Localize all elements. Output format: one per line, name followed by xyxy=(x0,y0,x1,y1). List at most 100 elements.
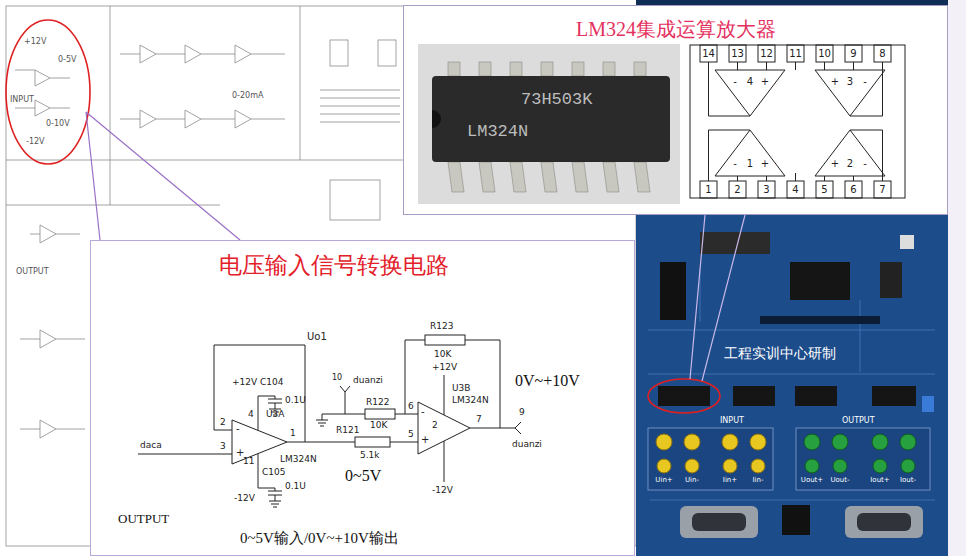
chip-photo-illustration xyxy=(510,62,522,76)
board-photo-illustration xyxy=(751,459,765,473)
board-photo-illustration xyxy=(722,434,738,450)
supply-name: -12V xyxy=(432,486,453,496)
unit-number: 3 xyxy=(847,76,853,87)
signal-name: 0-5V xyxy=(58,56,77,65)
signal-name: 0-20mA xyxy=(232,92,263,101)
schematic-sheet xyxy=(30,234,80,235)
board-photo-illustration xyxy=(832,434,848,450)
pin-number: 3 xyxy=(763,184,769,195)
pinout-diagram xyxy=(874,181,891,198)
unit-number: 2 xyxy=(847,158,853,169)
part-value: 0.1U xyxy=(285,482,306,492)
chip-photo-illustration xyxy=(541,62,553,76)
pinout-diagram xyxy=(709,62,767,116)
board-photo-illustration xyxy=(750,434,766,450)
pinout-diagram xyxy=(729,181,746,198)
circuit-wires xyxy=(305,442,355,443)
circuit-wires xyxy=(138,335,521,507)
pinout-diagram xyxy=(825,130,883,181)
pin-number: 3 xyxy=(220,442,226,452)
net-name: daca xyxy=(140,441,162,451)
board-photo-illustration xyxy=(804,434,916,473)
panel-ground xyxy=(90,240,635,556)
circuit-wires xyxy=(395,414,418,415)
schematic-sheet xyxy=(140,110,156,128)
panel-title: LM324集成运算放大器 xyxy=(576,18,776,40)
part-value: 5.1k xyxy=(360,451,380,461)
board-label: INPUT xyxy=(720,417,744,426)
board-photo-illustration xyxy=(845,506,923,538)
board-photo-illustration xyxy=(760,316,880,324)
board-photo-illustration xyxy=(723,459,737,473)
pin-number: 5 xyxy=(821,184,827,195)
chip-photo-illustration xyxy=(572,62,584,76)
circuit-wires xyxy=(316,414,345,426)
input-sign: + xyxy=(831,76,839,87)
pinout-diagram xyxy=(815,70,885,116)
panel-ground xyxy=(403,5,948,215)
pin-number: 10 xyxy=(818,48,831,59)
signal-name: -12V xyxy=(26,138,45,147)
input-sign: - xyxy=(421,406,425,417)
signal-name: +12V xyxy=(24,38,46,47)
pin-number: 7 xyxy=(879,184,885,195)
schematic-sheet xyxy=(120,54,285,55)
board-photo-illustration xyxy=(857,513,911,531)
unit-number: 1 xyxy=(747,158,753,169)
pinout-diagram xyxy=(700,45,717,62)
terminal-name: Uin- xyxy=(685,477,699,485)
part-value: LM324N xyxy=(452,396,489,406)
schematic-sheet xyxy=(330,40,348,66)
board-photo-illustration xyxy=(660,262,686,320)
board-photo-illustration xyxy=(733,386,775,406)
highlight-ellipse xyxy=(648,379,720,413)
page-ground xyxy=(948,0,966,556)
board-photo-illustration xyxy=(804,434,820,450)
pin-number: 6 xyxy=(850,184,856,195)
pinout-diagram xyxy=(787,45,804,62)
pinout-diagram xyxy=(787,181,804,198)
pinout-diagram xyxy=(816,45,833,62)
schematic-sheet xyxy=(110,6,111,205)
chip-photo-illustration xyxy=(572,162,588,192)
terminal-name: Uout+ xyxy=(801,477,823,485)
chip-photo-illustration xyxy=(541,162,557,192)
board-photo-illustration xyxy=(880,262,902,298)
schematic-sheet xyxy=(140,45,156,63)
pinout-diagram xyxy=(795,62,796,181)
pinout-diagram xyxy=(709,130,767,181)
board-photo-illustration xyxy=(900,434,916,450)
board-photo-illustration xyxy=(873,459,887,473)
pinout-diagram xyxy=(715,130,785,176)
panel-title: 电压输入信号转换电路 xyxy=(219,253,449,278)
board-photo-illustration xyxy=(796,428,930,490)
input-sign: - xyxy=(863,158,867,169)
pin-number: 4 xyxy=(248,410,254,420)
board-photo-illustration xyxy=(833,459,847,473)
terminal-name: Iout- xyxy=(900,477,916,485)
schematic-sheet xyxy=(185,110,201,128)
board-label: OUTPUT xyxy=(842,417,875,426)
pin-number: 13 xyxy=(731,48,744,59)
chip-photo-illustration xyxy=(418,44,680,204)
board-photo-illustration xyxy=(782,505,810,535)
net-name: Uo1 xyxy=(307,331,327,342)
pin-number: 8 xyxy=(879,48,885,59)
terminal-name: Iout+ xyxy=(870,477,889,485)
chip-photo-illustration xyxy=(510,162,526,192)
input-sign: - xyxy=(236,423,240,434)
pin-number: 2 xyxy=(734,184,740,195)
chip-marking: LM324N xyxy=(467,123,528,142)
chip-photo-illustration xyxy=(448,62,460,76)
circuit-wires xyxy=(258,454,282,507)
unit-number: 4 xyxy=(747,76,753,87)
chip-photo-illustration xyxy=(448,162,464,192)
pinout-diagram xyxy=(729,45,746,62)
chip-photo: 73H503KLM324N xyxy=(433,77,671,163)
callout-leader xyxy=(86,112,240,240)
part-name: R122 xyxy=(366,398,389,408)
board-photo-illustration xyxy=(795,386,837,406)
pinout-diagram xyxy=(690,45,905,198)
